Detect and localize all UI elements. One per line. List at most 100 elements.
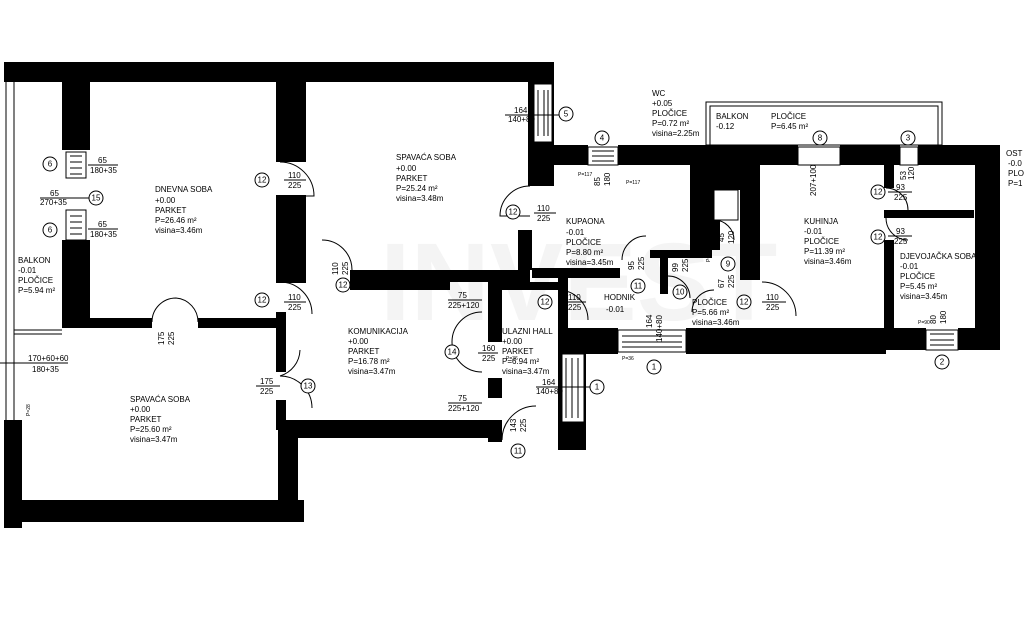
room-kupaona: KUPAONA -0.01 PLOČICE P=8.80 m² visina=3…	[566, 217, 614, 267]
room-wc: WC +0.05 PLOČICE P=0.72 m² visina=2.25m	[652, 89, 700, 138]
wall-bottom-left	[4, 500, 304, 522]
wall-hod-div	[660, 258, 668, 294]
room-spavaca-top-area: P=25.24 m²	[396, 184, 438, 193]
svg-text:9: 9	[726, 260, 731, 269]
wall-v-4	[276, 400, 286, 430]
tag-1b: 1	[646, 359, 662, 375]
dim-label: 75	[458, 394, 467, 403]
svg-text:1: 1	[652, 363, 657, 372]
room-spavaca-top-height: visina=3.48m	[396, 194, 444, 203]
room-djevojacka-name: DJEVOJAČKA SOBA	[900, 252, 977, 261]
room-komunikacija: KOMUNIKACIJA +0.00 PARKET P=16.78 m² vis…	[348, 327, 409, 376]
room-balkon-left: BALKON -0.01 PLOČICE P=5.94 m²	[18, 256, 55, 295]
dim-label: 95	[627, 261, 636, 270]
dim-label: P=90	[918, 320, 930, 326]
dim-label: 225	[288, 303, 302, 312]
dim-label: 225	[766, 303, 780, 312]
wall-kup-top2	[618, 145, 713, 165]
room-ostava-floor: PLO	[1008, 169, 1024, 178]
dim-label: 164	[542, 378, 556, 387]
svg-text:12: 12	[874, 233, 883, 242]
room-ostava: OST -0.0 PLO P=1	[1006, 149, 1024, 188]
door-dnevna-kom	[279, 281, 313, 315]
dim-label: 65	[98, 220, 107, 229]
tag-12g: 12	[870, 184, 886, 200]
room-balkon-left-floor: PLOČICE	[18, 276, 53, 285]
tag-11a: 11	[630, 278, 646, 294]
svg-text:11: 11	[634, 282, 643, 291]
room-dnevna-name: DNEVNA SOBA	[155, 185, 213, 194]
tag-12e: 12	[537, 294, 553, 310]
door-hod-small	[667, 275, 691, 299]
room-ostava-level: -0.0	[1008, 159, 1022, 168]
dim-label: 180+35	[32, 365, 59, 374]
tag-14: 14	[444, 344, 460, 360]
dim-label: P=36	[506, 356, 518, 362]
dim-label: 110	[288, 171, 301, 180]
room-spavaca-top-floor: PARKET	[396, 174, 428, 183]
dim-label: 140+80	[536, 387, 563, 396]
wall-kup-right	[690, 145, 712, 250]
dim-label: 140+80	[508, 115, 535, 124]
room-wc-height: visina=2.25m	[652, 129, 700, 138]
window-hatch-5	[537, 90, 549, 136]
dim-label: 93	[896, 183, 905, 192]
room-balkon-left-name: BALKON	[18, 256, 51, 265]
room-balkon-right-name: BALKON	[716, 112, 749, 121]
dim-label: 45	[717, 233, 726, 242]
wall-v-1	[276, 82, 306, 162]
dim-label: 110	[568, 293, 581, 302]
dim-label: 110	[766, 293, 779, 302]
door-kup-hod	[621, 235, 647, 261]
dim-label: 225	[637, 256, 646, 270]
dim-label: 110	[537, 204, 550, 213]
dim-label: 143	[509, 418, 518, 432]
wall-kuh-r3	[884, 240, 894, 350]
svg-text:6: 6	[48, 226, 53, 235]
dim-label: 225	[482, 354, 496, 363]
tag-11b: 11	[510, 443, 526, 459]
room-spavaca-bottom-area: P=25.60 m²	[130, 425, 172, 434]
window-hatch-1	[70, 155, 82, 175]
window-wc	[713, 189, 739, 221]
room-ulazni: ULAZNI HALL +0.00 PARKET P=6.94 m² visin…	[502, 327, 553, 376]
room-balkon-right: BALKON -0.12 PLOČICE P=6.45 m²	[716, 112, 808, 131]
tag-8: 8	[812, 130, 828, 146]
room-kuhinja-name: KUHINJA	[804, 217, 839, 226]
room-djevojacka-height: visina=3.45m	[900, 292, 948, 301]
dim-label: 110	[331, 262, 340, 275]
room-kupaona-level: -0.01	[566, 228, 585, 237]
room-kupaona-name: KUPAONA	[566, 217, 605, 226]
dim-label: 85	[593, 177, 602, 186]
dim-label: 225	[681, 258, 690, 272]
room-spavaca-bottom-height: visina=3.47m	[130, 435, 178, 444]
wall-kup-left	[518, 230, 532, 270]
dim-label: 160	[482, 344, 496, 353]
tag-5: 5	[558, 106, 574, 122]
wall-v-3	[276, 312, 286, 372]
window-8	[797, 146, 841, 166]
svg-text:12: 12	[258, 296, 267, 305]
window-hatch-4	[592, 150, 614, 162]
room-balkon-right-area: P=6.45 m²	[771, 122, 808, 131]
dim-label: 110	[288, 293, 301, 302]
dim-label: 99	[671, 263, 680, 272]
dim-label: 225	[568, 303, 582, 312]
room-balkon-right-level: -0.12	[716, 122, 735, 131]
svg-text:14: 14	[448, 348, 457, 357]
dim-label: 67	[717, 279, 726, 288]
walls	[4, 62, 1000, 528]
door-spav-kom	[321, 239, 353, 271]
room-wc-name: WC	[652, 89, 666, 98]
room-dnevna-area: P=26.46 m²	[155, 216, 197, 225]
door-wc	[713, 219, 735, 241]
wall-kuh-r1	[884, 165, 894, 188]
svg-text:12: 12	[258, 176, 267, 185]
tag-12b: 12	[254, 292, 270, 308]
window-hatch-1b	[565, 358, 579, 418]
room-djevojacka: DJEVOJAČKA SOBA -0.01 PLOČICE P=5.45 m² …	[900, 252, 977, 301]
svg-text:6: 6	[48, 160, 53, 169]
room-hodnik-name: HODNIK	[604, 293, 636, 302]
wall-wc	[712, 145, 740, 190]
window-6b	[65, 209, 87, 241]
